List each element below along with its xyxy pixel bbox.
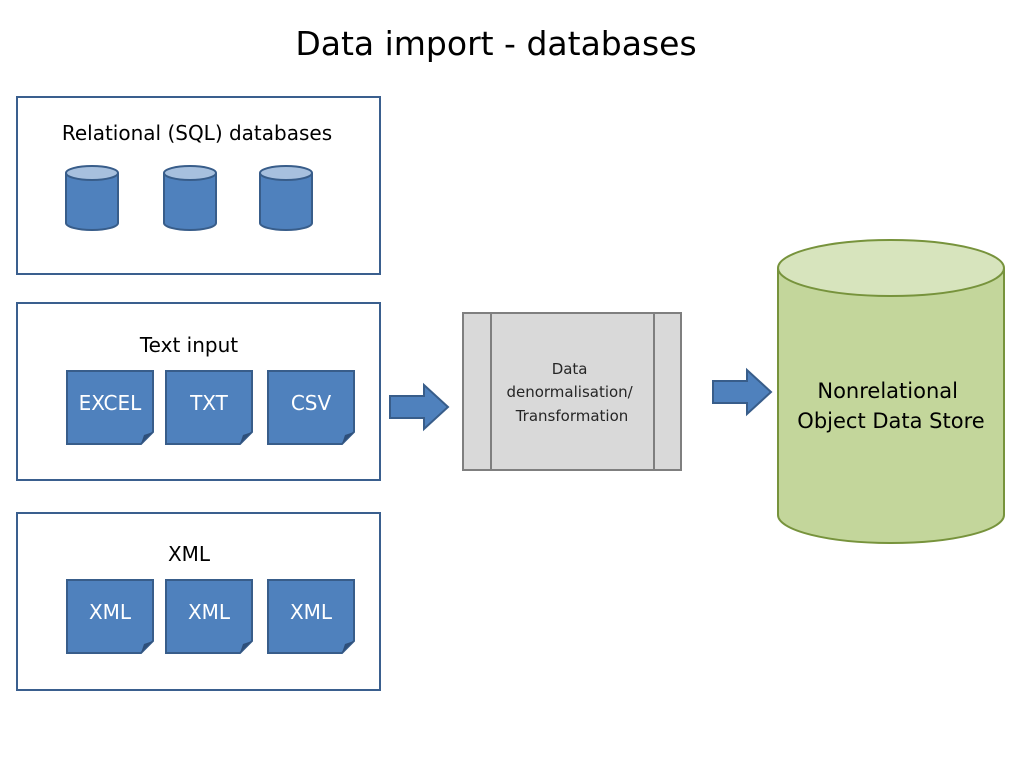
data-store-label: Nonrelational Object Data Store [797,379,984,433]
process-label-line: denormalisation/ [506,383,633,401]
nonrelational-data-store: Nonrelational Object Data Store [777,239,1005,544]
excel-document-icon: EXCEL [66,370,154,445]
xml-group-title: XML [168,542,211,566]
database-icon [163,165,217,231]
xml-document-icon: XML [267,579,355,654]
relational-databases-group: Relational (SQL) databases [16,96,381,275]
database-icon [259,165,313,231]
process-label-line: Data [552,360,588,378]
data-store-label-line: Object Data Store [797,409,984,433]
document-label: EXCEL [79,391,142,415]
process-label-line: Transformation [515,407,629,425]
right-arrow-icon [712,367,773,417]
document-label: XML [290,600,333,624]
database-icon [65,165,119,231]
xml-document-icon: XML [66,579,154,654]
xml-group: XML XML XML XML [16,512,381,691]
txt-document-icon: TXT [165,370,253,445]
relational-group-title: Relational (SQL) databases [62,121,332,145]
document-label: XML [89,600,132,624]
xml-document-icon: XML [165,579,253,654]
data-store-label-line: Nonrelational [817,379,958,403]
text-input-group-title: Text input [139,333,238,357]
document-label: TXT [189,391,229,415]
right-arrow-icon [389,382,450,432]
text-input-group: Text input EXCEL TXT CSV [16,302,381,481]
page-title: Data import - databases [295,24,696,63]
transformation-process-box: Data denormalisation/ Transformation [462,312,682,471]
process-label: Data denormalisation/ Transformation [506,360,637,425]
csv-document-icon: CSV [267,370,355,445]
document-label: CSV [291,391,332,415]
document-label: XML [188,600,231,624]
